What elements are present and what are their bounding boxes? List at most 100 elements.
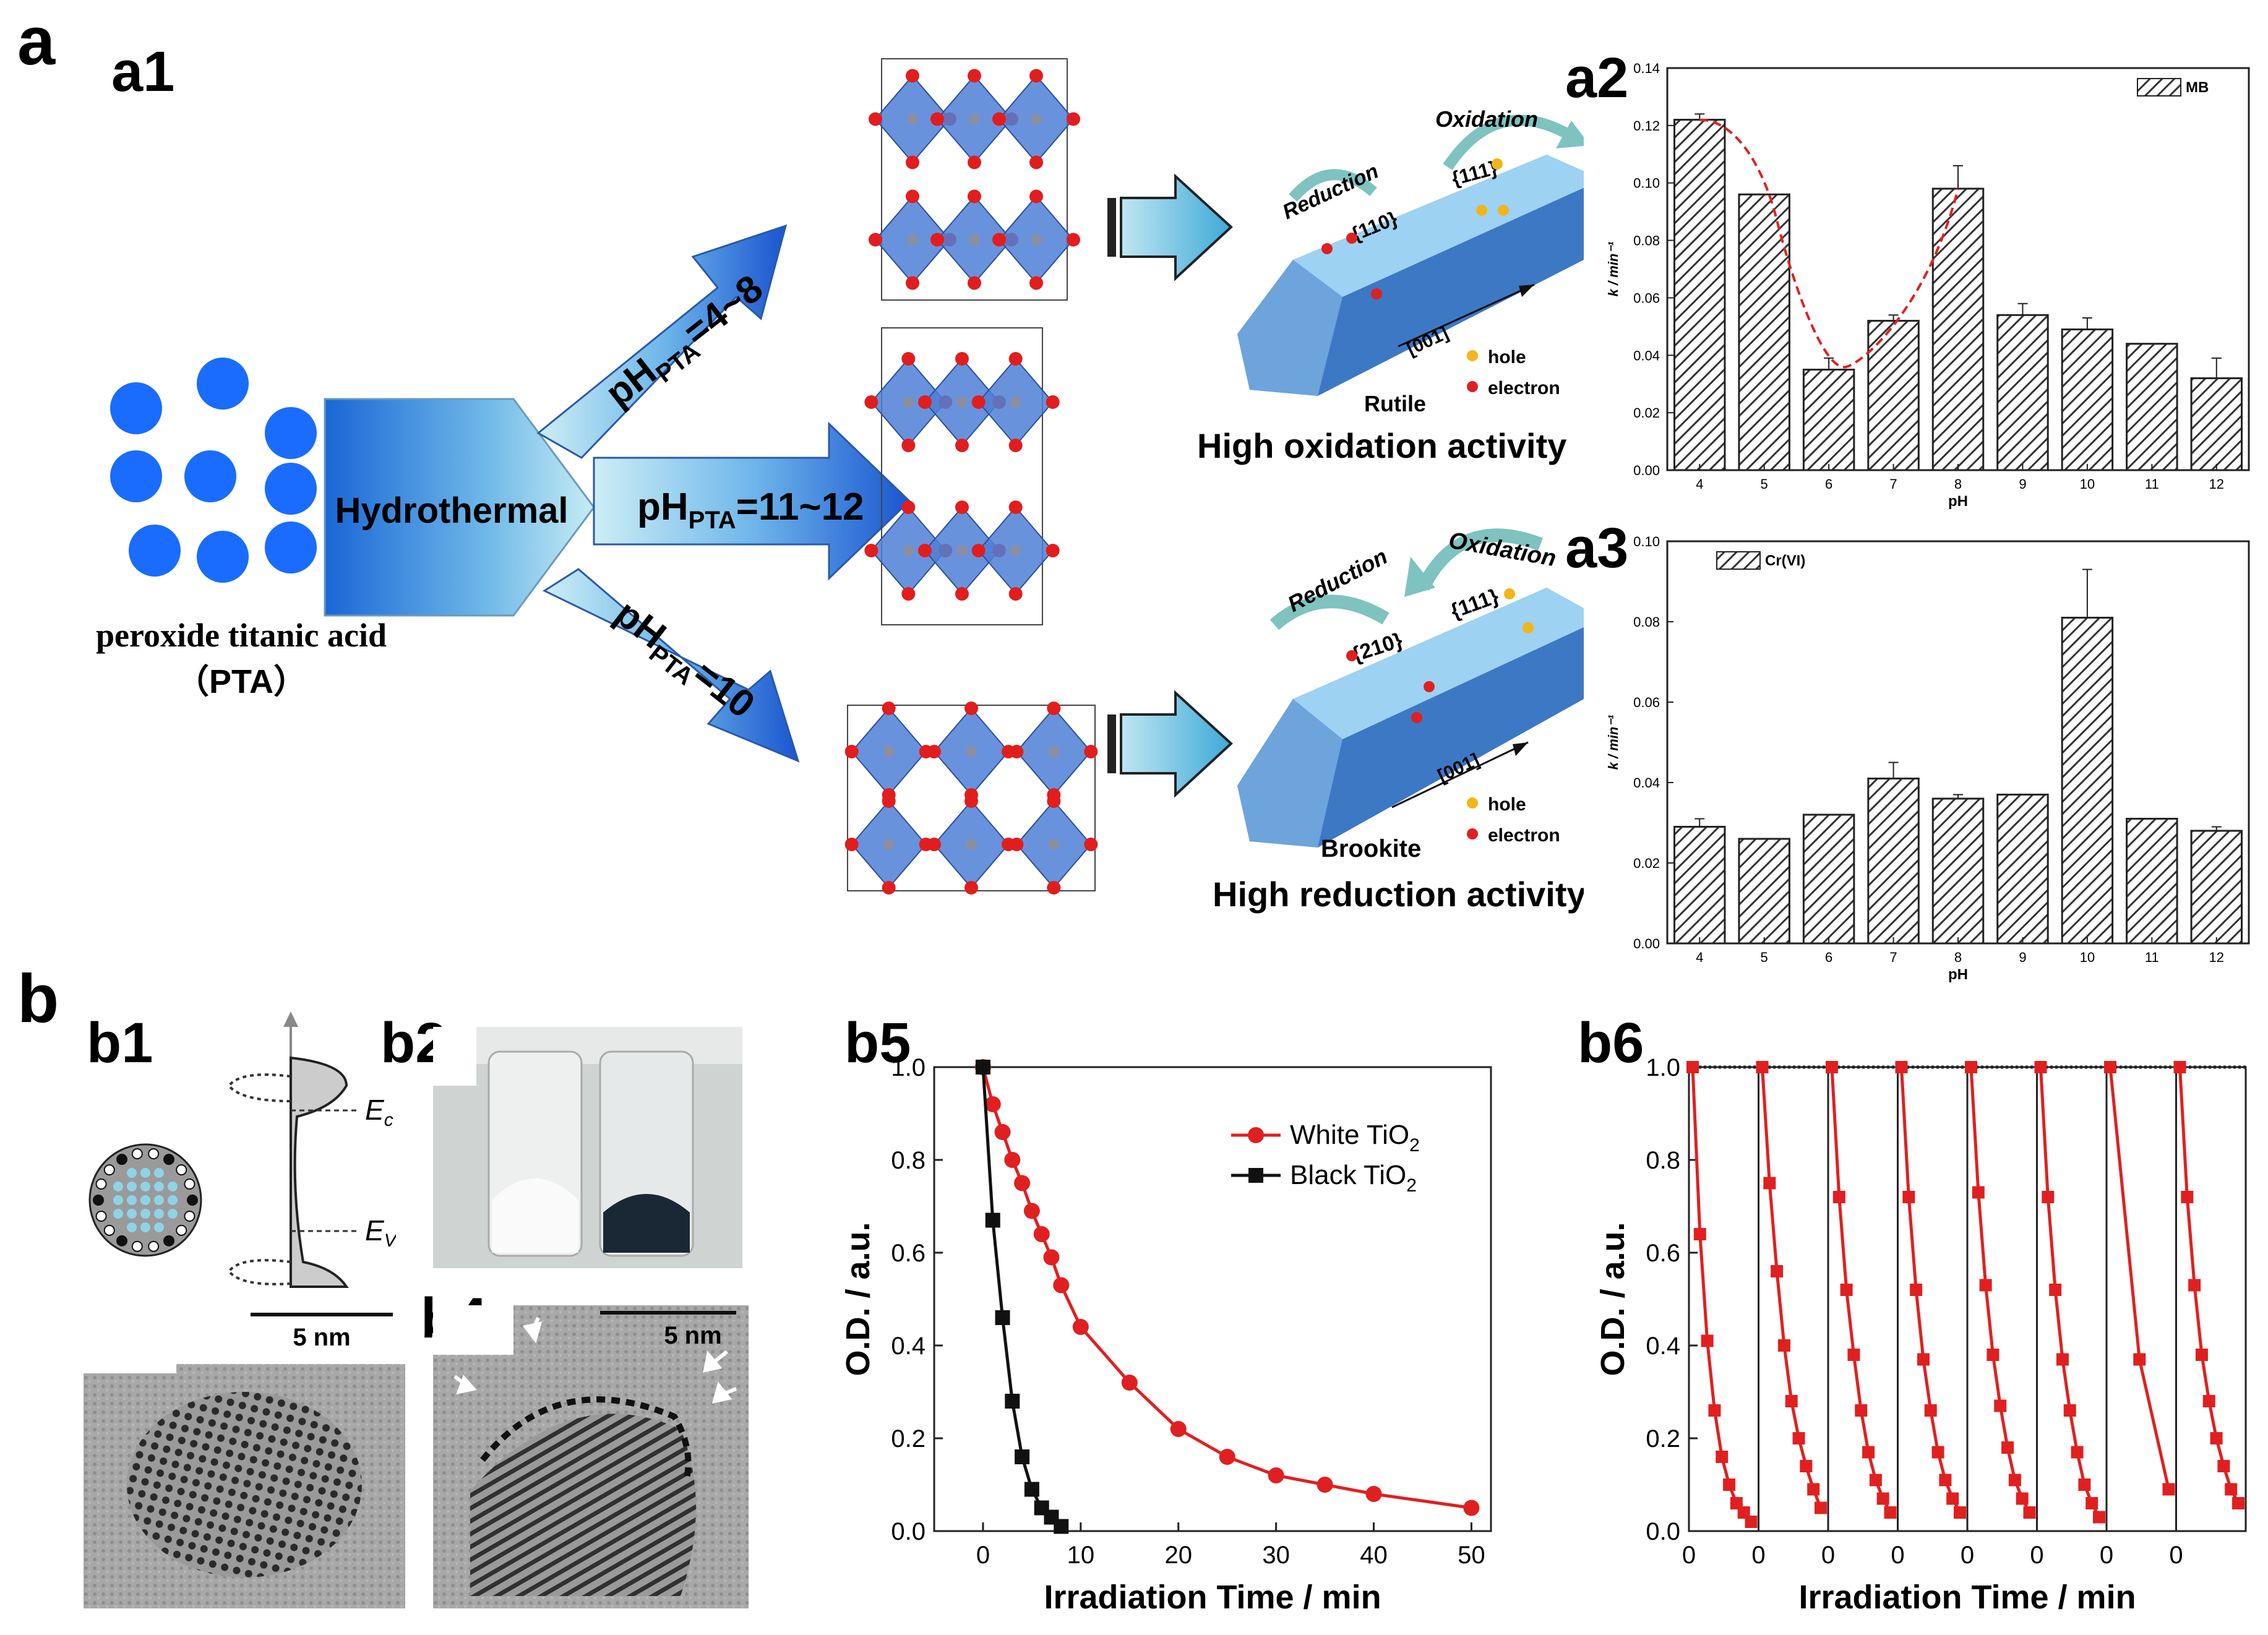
surface-dot — [184, 1210, 195, 1222]
surface-dot — [116, 1154, 127, 1165]
oxygen-atom — [992, 233, 1006, 247]
y-tick-label: 1.0 — [1646, 1054, 1680, 1081]
data-point — [1463, 1500, 1480, 1516]
lattice-dot — [113, 1209, 123, 1219]
data-point — [2008, 1474, 2021, 1487]
data-point — [1931, 1446, 1944, 1459]
x-tick-label: 0 — [1821, 1542, 1835, 1569]
y-tick-label: 0.0 — [1646, 1518, 1680, 1545]
oxygen-atom — [955, 587, 969, 601]
surface-dot — [95, 1210, 107, 1222]
svg-text:Oxidation: Oxidation — [1435, 106, 1538, 132]
data-point — [2195, 1349, 2208, 1361]
y-tick-label: 0.10 — [1633, 534, 1660, 549]
x-tick-label: 6 — [1825, 476, 1832, 492]
legend-swatch — [1716, 551, 1761, 570]
block-arrow-rutile — [1107, 173, 1233, 281]
oxygen-atom — [1008, 587, 1023, 601]
data-point — [1862, 1446, 1875, 1459]
svg-text:Brookite: Brookite — [1321, 835, 1421, 862]
oxygen-atom — [882, 881, 896, 895]
titanium-atom — [969, 113, 980, 125]
titanium-atom — [956, 545, 968, 556]
bar — [1673, 119, 1726, 471]
surface-dot — [184, 1178, 195, 1190]
data-point — [2071, 1446, 2084, 1459]
y-tick-label: 0.08 — [1633, 614, 1660, 630]
titanium-atom — [966, 746, 977, 757]
svg-text:pHPTA=10: pHPTA=10 — [604, 592, 763, 731]
y-tick-label: 0.08 — [1633, 233, 1660, 249]
y-axis-label: k / min⁻¹ — [1605, 715, 1621, 770]
surface-dot — [116, 1235, 127, 1247]
precursor-name: peroxide titanic acid — [96, 617, 387, 654]
bar — [2190, 830, 2243, 945]
data-point — [1763, 1177, 1776, 1190]
lattice-dot — [127, 1182, 137, 1191]
lattice-cell — [881, 327, 1043, 625]
y-tick-label: 0.8 — [891, 1147, 926, 1174]
b4-scale: 5 nm — [664, 1322, 721, 1349]
data-point — [1917, 1353, 1930, 1366]
lattice-dot — [140, 1168, 150, 1178]
oxygen-atom — [901, 500, 916, 514]
data-point — [1847, 1349, 1860, 1361]
y-tick-label: 0.00 — [1633, 463, 1660, 478]
oxygen-atom — [968, 69, 981, 83]
data-point — [1708, 1404, 1721, 1417]
data-point — [2173, 1061, 2186, 1073]
oxygen-atom — [968, 155, 981, 170]
data-point — [984, 1096, 1001, 1112]
legend-label: MB — [2186, 79, 2209, 96]
oxygen-atom — [1047, 881, 1061, 895]
data-point — [2202, 1395, 2215, 1407]
data-point — [1902, 1191, 1915, 1203]
oxygen-atom — [992, 112, 1006, 126]
surface-dot — [103, 1224, 115, 1236]
lattice-dot — [140, 1209, 150, 1219]
data-point — [1954, 1506, 1966, 1519]
x-tick-label: 0 — [2030, 1542, 2043, 1569]
x-tick-label: 20 — [1164, 1542, 1192, 1569]
oxygen-atom — [1029, 276, 1043, 290]
data-point — [1170, 1421, 1187, 1437]
data-point — [2056, 1353, 2069, 1366]
oxygen-atom — [906, 189, 919, 204]
surface-dot — [176, 1164, 187, 1176]
data-point — [1987, 1349, 2000, 1361]
x-tick-label: 30 — [1262, 1542, 1290, 1569]
y-tick-label: 0.02 — [1633, 856, 1660, 871]
oxygen-atom — [901, 352, 916, 366]
lattice-dot — [154, 1182, 164, 1191]
oxygen-atom — [930, 112, 944, 126]
surface-dot — [131, 1240, 143, 1252]
b4-tem-image: 5 nm — [433, 1305, 749, 1608]
data-point — [1884, 1506, 1897, 1519]
oxygen-atom — [1047, 702, 1061, 715]
titanium-atom — [1048, 746, 1060, 757]
data-point — [1771, 1265, 1784, 1277]
oxygen-atom — [1067, 233, 1080, 247]
svg-text:hole: hole — [1488, 347, 1526, 367]
y-tick-label: 0.8 — [1646, 1147, 1680, 1174]
panel-label-b5: b5 — [844, 1011, 911, 1075]
data-point — [1815, 1501, 1827, 1514]
legend-marker — [1248, 1168, 1263, 1183]
svg-text:pHPTA=4~8: pHPTA=4~8 — [598, 267, 774, 419]
titanium-atom — [1048, 839, 1060, 850]
route-arrow-lower: pHPTA=10 — [542, 568, 800, 763]
x-tick-label: 0 — [1751, 1542, 1765, 1569]
lattice-dot — [113, 1182, 123, 1191]
y-tick-label: 1.0 — [891, 1054, 926, 1081]
x-axis-label: Irradiation Time / min — [1798, 1579, 2136, 1616]
trend-line — [1699, 118, 1959, 369]
bar — [1738, 838, 1790, 945]
surface-dot — [131, 1148, 143, 1160]
oxygen-atom — [964, 702, 978, 715]
b3-scale: 5 nm — [293, 1324, 350, 1351]
legend-label: White TiO2 — [1290, 1120, 1420, 1156]
data-point — [1053, 1277, 1070, 1294]
